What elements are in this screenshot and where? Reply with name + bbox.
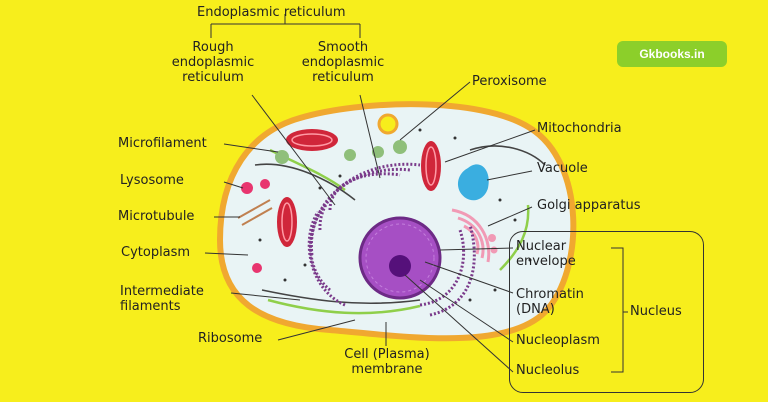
- lysosome: [252, 263, 262, 273]
- label-intermediate-filaments: Intermediate filaments: [120, 284, 204, 315]
- vacuole: [457, 164, 489, 201]
- label-golgi: Golgi apparatus: [537, 198, 641, 213]
- label-rough-er-line: reticulum: [182, 69, 244, 85]
- label-peroxisome: Peroxisome: [472, 74, 547, 89]
- label-cell-membrane: Cell (Plasma) membrane: [335, 347, 439, 378]
- label-rough-er: Rough endoplasmic reticulum: [170, 40, 256, 86]
- label-cell-membrane-line: membrane: [351, 361, 423, 377]
- label-smooth-er-line: reticulum: [312, 69, 374, 85]
- label-nucleoplasm: Nucleoplasm: [516, 333, 600, 348]
- label-nucleolus: Nucleolus: [516, 363, 580, 378]
- label-intermediate-line: Intermediate: [120, 284, 204, 299]
- label-chromatin-line: (DNA): [516, 301, 555, 317]
- label-smooth-er-line: Smooth: [317, 40, 369, 55]
- mitochondrion: [277, 197, 297, 247]
- label-rough-er-line: Rough: [192, 40, 234, 55]
- label-cytoplasm: Cytoplasm: [121, 245, 191, 260]
- label-chromatin-line: Chromatin: [516, 287, 584, 302]
- label-nuclear-envelope-line: Nuclear: [516, 239, 567, 254]
- label-mitochondria: Mitochondria: [537, 121, 622, 136]
- site-badge[interactable]: Gkbooks.in: [617, 41, 727, 67]
- label-microtubule: Microtubule: [118, 209, 195, 224]
- endoplasmic-reticulum: [307, 162, 476, 317]
- label-ribosome: Ribosome: [198, 331, 263, 346]
- label-chromatin: Chromatin (DNA): [516, 287, 584, 318]
- label-microfilament: Microfilament: [118, 136, 207, 151]
- label-lysosome: Lysosome: [120, 173, 184, 188]
- mitochondrion: [421, 141, 441, 191]
- mitochondrion: [286, 129, 338, 151]
- label-endoplasmic-reticulum: Endoplasmic reticulum: [197, 5, 346, 20]
- label-nuclear-envelope-line: envelope: [516, 253, 576, 269]
- label-intermediate-line: filaments: [120, 298, 181, 314]
- lysosome: [241, 182, 253, 194]
- peroxisome-dot: [377, 113, 399, 135]
- label-nuclear-envelope: Nuclear envelope: [516, 239, 576, 270]
- lysosome: [260, 179, 270, 189]
- nucleolus: [389, 255, 411, 277]
- nucleus-group-box: [509, 231, 704, 393]
- label-cell-membrane-line: Cell (Plasma): [344, 347, 430, 362]
- label-nucleus: Nucleus: [630, 304, 682, 319]
- label-vacuole: Vacuole: [537, 161, 588, 176]
- label-smooth-er: Smooth endoplasmic reticulum: [300, 40, 386, 86]
- label-smooth-er-line: endoplasmic: [301, 54, 385, 70]
- label-rough-er-line: endoplasmic: [171, 54, 255, 70]
- golgi-apparatus: [451, 208, 491, 263]
